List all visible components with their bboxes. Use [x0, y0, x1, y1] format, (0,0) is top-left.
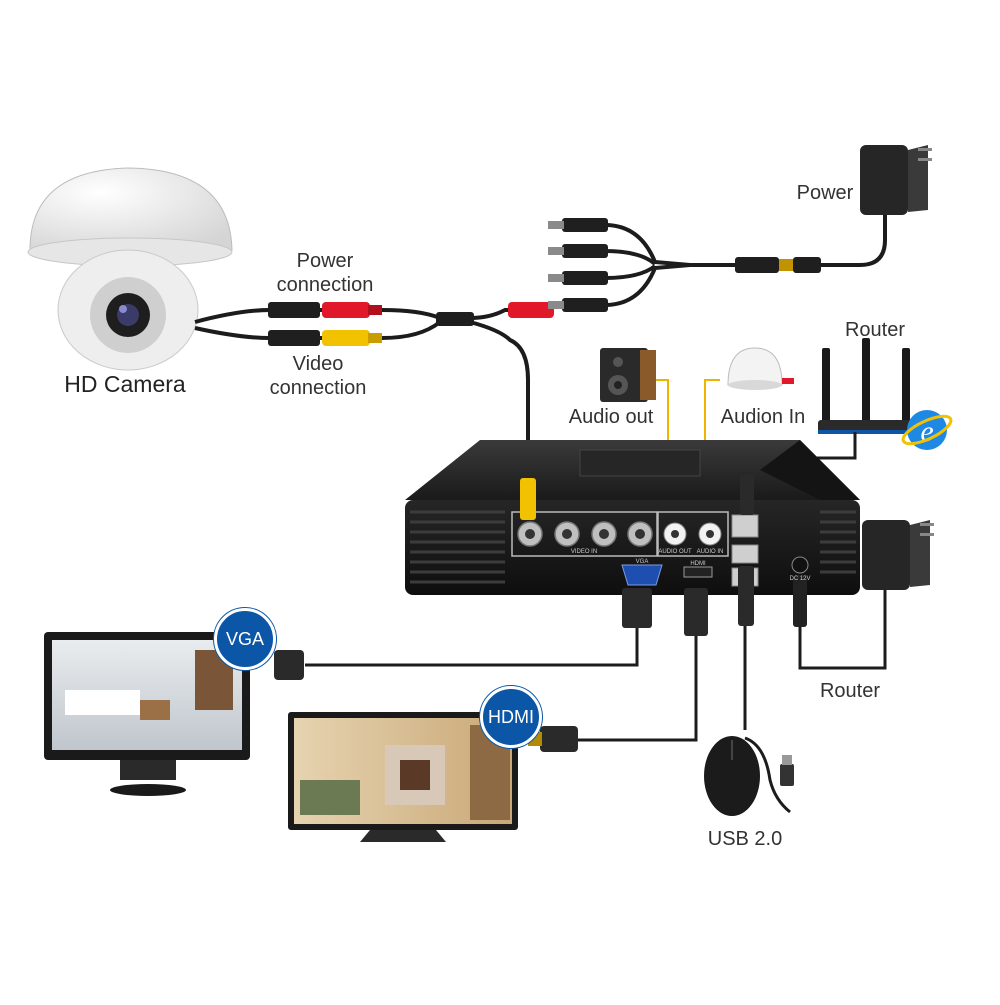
dome-camera-icon [27, 167, 233, 371]
cable-splice-icon [436, 312, 474, 326]
power-splitter-cable [604, 215, 887, 307]
usb-label: USB 2.0 [707, 828, 783, 850]
vga-monitor-icon [44, 632, 250, 796]
audio-in-port-label: AUDIO IN [697, 549, 724, 555]
lan-plug-icon [740, 475, 754, 515]
dvr-recorder-icon [405, 440, 860, 595]
dc-plug-icon [793, 575, 807, 627]
vga-port-label: VGA [636, 559, 649, 565]
output-cables [305, 590, 887, 742]
power-adapter-label: Power [796, 182, 854, 204]
hdmi-badge: HDMI [480, 686, 542, 748]
audio-out-port-label: AUDIO OUT [658, 549, 692, 555]
router-top-label: Router [844, 319, 906, 341]
router-bottom-label: Router [819, 680, 881, 702]
hdmi-plug-icon [684, 588, 708, 636]
camera-video-plug-icon [268, 330, 320, 346]
video-connection-label-line1: Video [292, 353, 344, 375]
power-splitter-red-icon [508, 302, 554, 318]
power-connection-label-line2: connection [276, 274, 374, 296]
vga-plug-icon [622, 588, 652, 628]
usb-plug-icon [738, 566, 754, 626]
camera-power-plug-icon [268, 302, 320, 318]
power-adapter-2-icon [862, 520, 934, 590]
video-in-port-label: VIDEO IN [571, 549, 597, 555]
video-connection-label-line2: connection [269, 377, 367, 399]
video-input-plug-icon [520, 478, 536, 520]
audio-in-label: Audion In [720, 406, 806, 428]
internet-explorer-icon: e [901, 410, 953, 450]
hdmi-port-label: HDMI [690, 561, 706, 567]
microphone-icon [727, 347, 794, 390]
dc-port-label: DC 12V [789, 576, 810, 582]
power-connection-label-line1: Power [296, 250, 354, 272]
audio-out-label: Audio out [568, 406, 654, 428]
mouse-icon [704, 736, 794, 816]
power-adapter-icon [860, 145, 932, 215]
video-rca-yellow-icon [322, 330, 382, 346]
splitter-plugs [548, 218, 821, 312]
power-rca-red-icon [322, 302, 382, 318]
vga-cable-plug-icon [274, 650, 304, 680]
router-icon [818, 338, 930, 434]
speaker-icon [600, 348, 656, 402]
vga-badge: VGA [214, 608, 276, 670]
hd-camera-label: HD Camera [64, 371, 186, 397]
